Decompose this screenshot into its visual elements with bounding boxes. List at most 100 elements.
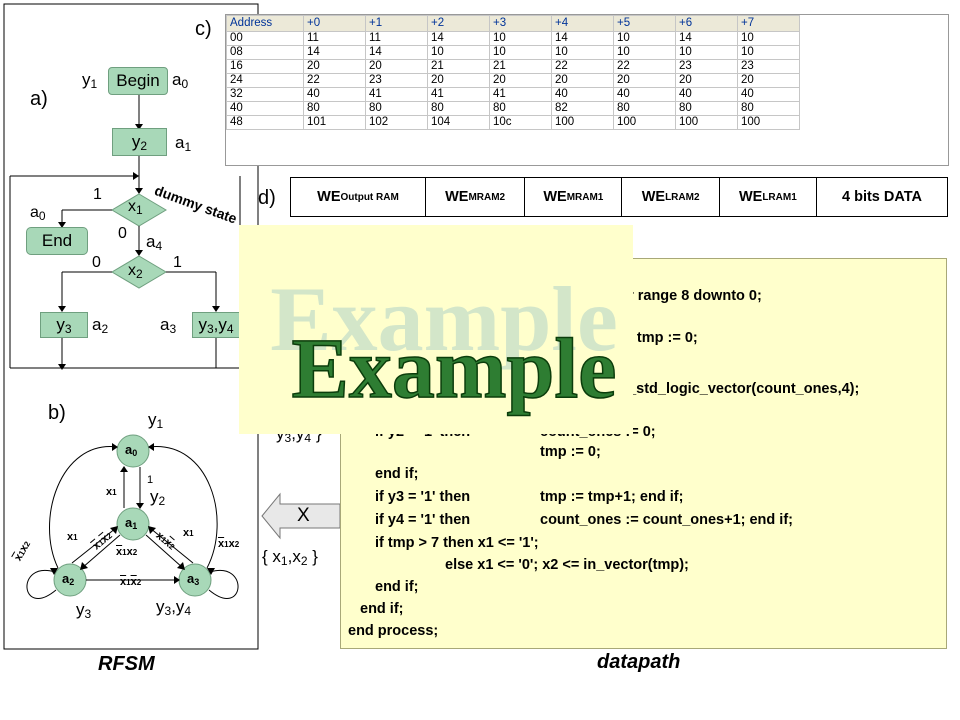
y2-node: y2 (112, 128, 167, 156)
edge-x1-label: x1 (106, 486, 117, 498)
edge-x1-left: x1 (67, 531, 78, 543)
code-line-8b: count_ones := count_ones+1; end if; (540, 512, 793, 528)
memory-value-cell: 10 (613, 45, 676, 60)
label-y1-begin: y1 (82, 70, 98, 91)
code-line-8a: if y4 = '1' then (375, 512, 471, 528)
y3-node: y3 (40, 312, 88, 338)
edge-self-a3: x1x2 (218, 538, 240, 550)
label-a1: a1 (175, 133, 192, 154)
label-a0-end: a0 (30, 204, 46, 223)
memory-value-cell: 22 (613, 59, 676, 74)
datapath-caption: datapath (597, 651, 681, 673)
memory-value-cell: 41 (489, 87, 552, 102)
label-a3: a3 (160, 315, 177, 336)
memory-value-cell: 20 (551, 73, 614, 88)
edge-one-label: 1 (147, 474, 154, 486)
memory-value-cell: 21 (427, 59, 490, 74)
edge-notx1x2-b: x1x2 (116, 546, 138, 558)
code-line-13: end process; (348, 623, 439, 639)
example-wordart: Example Example (270, 268, 618, 417)
svg-text:Example: Example (270, 268, 618, 370)
memory-header-row: Address+0+1+2+3+4+5+6+7 (226, 15, 800, 32)
panel-label-a: a) (30, 88, 48, 110)
memory-value-cell: 41 (365, 87, 428, 102)
flow-one-b: 1 (173, 254, 182, 271)
memory-value-cell: 14 (675, 31, 738, 46)
memory-value-cell: 102 (365, 115, 428, 130)
memory-value-cell: 23 (365, 73, 428, 88)
memory-address-cell: 16 (226, 59, 304, 74)
signal-data: 4 bits DATA (842, 189, 923, 205)
memory-value-cell: 82 (551, 101, 614, 116)
label-a2: a2 (92, 315, 109, 336)
memory-col-header: Address (226, 15, 304, 32)
begin-node: Begin (108, 67, 168, 95)
memory-value-cell: 20 (737, 73, 800, 88)
memory-value-cell: 21 (489, 59, 552, 74)
memory-value-cell: 20 (675, 73, 738, 88)
memory-value-cell: 20 (613, 73, 676, 88)
code-line-7a: if y3 = '1' then (375, 489, 471, 505)
memory-col-header: +4 (551, 15, 614, 32)
memory-value-cell: 40 (737, 87, 800, 102)
memory-address-cell: 32 (226, 87, 304, 102)
memory-address-cell: 00 (226, 31, 304, 46)
memory-col-header: +5 (613, 15, 676, 32)
end-node: End (26, 227, 88, 255)
memory-value-cell: 40 (675, 87, 738, 102)
fsm-y3y4-label: y3,y4 (156, 597, 192, 618)
flow-one-a: 1 (93, 186, 102, 203)
y3y4-node: y3,y4 (192, 312, 240, 338)
memory-col-header: +2 (427, 15, 490, 32)
memory-value-cell: 10 (613, 31, 676, 46)
state-a3: a3 (187, 571, 200, 587)
memory-value-cell: 104 (427, 115, 490, 130)
fsm-y3-label: y3 (76, 600, 92, 621)
memory-value-cell: 10c (489, 115, 552, 130)
label-a4: a4 (146, 232, 163, 253)
memory-address-cell: 08 (226, 45, 304, 60)
memory-value-cell: 41 (427, 87, 490, 102)
state-a1: a1 (125, 515, 138, 531)
memory-col-header: +3 (489, 15, 552, 32)
memory-value-cell: 80 (303, 101, 366, 116)
memory-value-cell: 40 (303, 87, 366, 102)
flow-zero-a: 0 (118, 225, 127, 242)
memory-address-cell: 24 (226, 73, 304, 88)
memory-value-cell: 23 (737, 59, 800, 74)
code-line-7b: tmp := tmp+1; end if; (540, 489, 684, 505)
memory-value-cell: 10 (675, 45, 738, 60)
memory-value-cell: 100 (551, 115, 614, 130)
memory-value-cell: 80 (427, 101, 490, 116)
panel-label-d: d) (258, 187, 276, 209)
memory-value-cell: 100 (737, 115, 800, 130)
memory-value-cell: 14 (427, 31, 490, 46)
memory-value-cell: 40 (613, 87, 676, 102)
state-a2: a2 (62, 571, 75, 587)
fsm-y2-label: y2 (150, 487, 166, 508)
rfsm-caption: RFSM (98, 653, 155, 675)
memory-value-cell: 11 (303, 31, 366, 46)
memory-value-cell: 22 (551, 59, 614, 74)
memory-value-cell: 40 (551, 87, 614, 102)
memory-col-header: +6 (675, 15, 738, 32)
memory-value-cell: 80 (365, 101, 428, 116)
memory-col-header: +0 (303, 15, 366, 32)
x2-label: x2 (128, 262, 143, 281)
svg-text:Example: Example (292, 320, 617, 416)
code-line-1: er range 8 downto 0; (620, 288, 762, 304)
state-a0: a0 (125, 442, 138, 458)
panel-label-b: b) (48, 402, 66, 424)
memory-value-cell: 80 (613, 101, 676, 116)
memory-value-cell: 23 (675, 59, 738, 74)
memory-value-cell: 20 (427, 73, 490, 88)
